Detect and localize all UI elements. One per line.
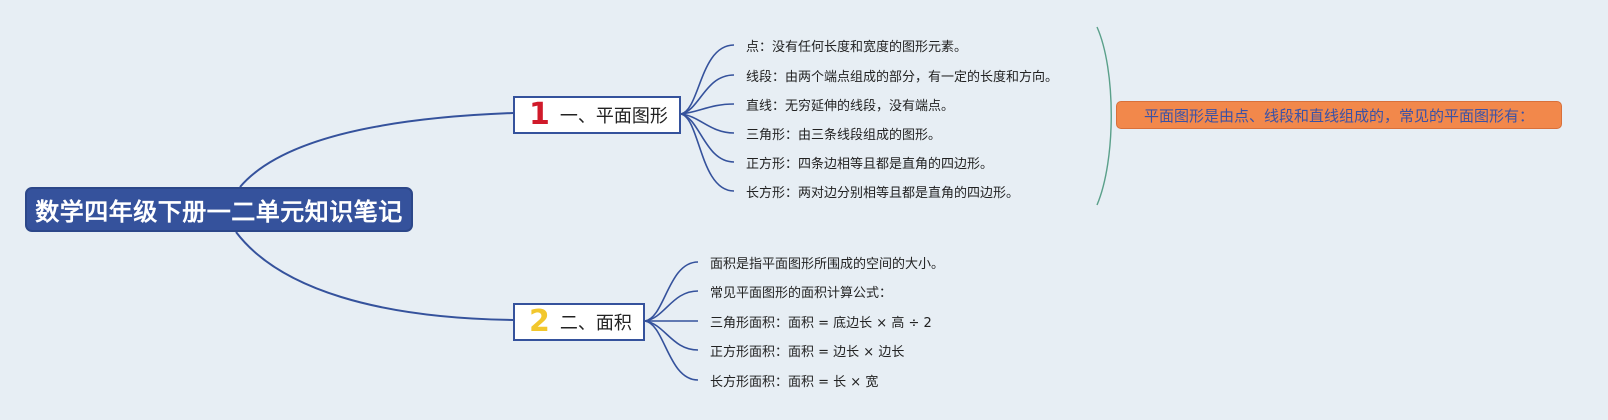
subtopic-point[interactable]: 点：没有任何长度和宽度的图形元素。 bbox=[746, 40, 968, 55]
subtopic-area-definition[interactable]: 面积是指平面图形所围成的空间的大小。 bbox=[710, 257, 945, 272]
root-to-branch1-line bbox=[239, 112, 514, 188]
branch-topic-label: 二、面积 bbox=[559, 313, 632, 334]
subtopic-rectangle[interactable]: 长方形：两对边分别相等且都是直角的四边形。 bbox=[746, 186, 1020, 201]
summary-note-label: 平面图形是由点、线段和直线组成的，常见的平面图形有： bbox=[1143, 106, 1534, 125]
summary-note[interactable]: 平面图形是由点、线段和直线组成的，常见的平面图形有： bbox=[1116, 101, 1562, 129]
subtopic-line-segment[interactable]: 线段：由两个端点组成的部分，有一定的长度和方向。 bbox=[746, 70, 1059, 85]
central-topic-label: 数学四年级下册一二单元知识笔记 bbox=[35, 198, 403, 226]
branch-topic-plane-figures[interactable]: 1 一、平面图形 bbox=[513, 96, 681, 134]
branch-topic-area[interactable]: 2 二、面积 bbox=[513, 303, 645, 341]
branch-topic-label: 一、平面图形 bbox=[559, 106, 668, 127]
subtopic-triangle[interactable]: 三角形：由三条线段组成的图形。 bbox=[746, 128, 942, 143]
subtopic-triangle-area[interactable]: 三角形面积：面积 = 底边长 × 高 ÷ 2 bbox=[710, 316, 932, 331]
root-to-branch2-line bbox=[235, 231, 514, 321]
branch2-leaf-lines bbox=[644, 261, 699, 381]
branch-number-badge: 1 bbox=[529, 97, 550, 132]
subtopic-square[interactable]: 正方形：四条边相等且都是直角的四边形。 bbox=[746, 157, 994, 172]
subtopic-straight-line[interactable]: 直线：无穷延伸的线段，没有端点。 bbox=[746, 99, 955, 114]
branch-number-badge: 2 bbox=[529, 304, 550, 339]
summary-bracket bbox=[1096, 26, 1112, 206]
subtopic-rectangle-area[interactable]: 长方形面积：面积 = 长 × 宽 bbox=[710, 375, 879, 390]
branch1-leaf-lines bbox=[680, 44, 735, 192]
subtopic-square-area[interactable]: 正方形面积：面积 = 边长 × 边长 bbox=[710, 345, 905, 360]
subtopic-area-formulas[interactable]: 常见平面图形的面积计算公式： bbox=[710, 286, 893, 301]
central-topic[interactable]: 数学四年级下册一二单元知识笔记 bbox=[25, 187, 413, 232]
